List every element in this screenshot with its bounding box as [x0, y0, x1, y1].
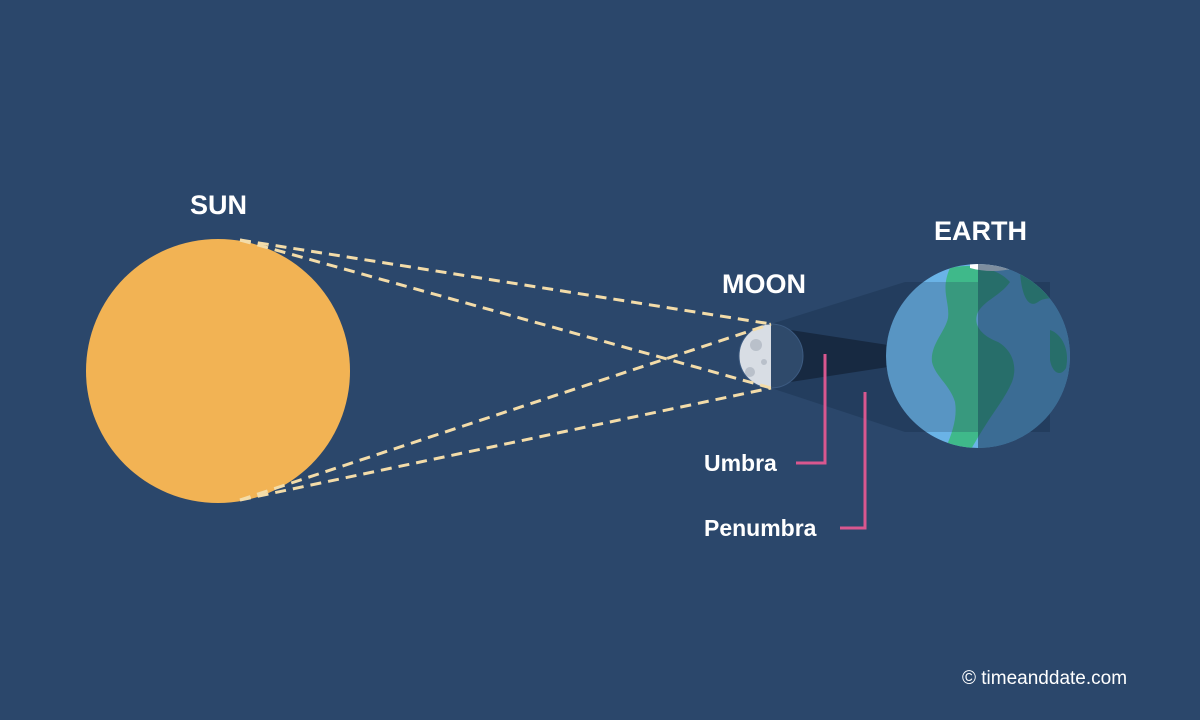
moon-label: MOON [722, 269, 806, 299]
penumbra-leader-line [840, 392, 867, 530]
ray-lines [239, 238, 772, 502]
sun-disc [86, 239, 350, 503]
sun-label: SUN [190, 190, 248, 220]
umbra-cone [771, 327, 888, 385]
penumbra-label: Penumbra [704, 515, 817, 541]
ray-line [239, 238, 772, 390]
umbra-leader-line [796, 354, 827, 465]
umbra-label: Umbra [704, 450, 777, 476]
earth-label: EARTH [934, 216, 1027, 246]
ray-line [239, 386, 772, 502]
ray-line [239, 322, 772, 502]
credit-text: © timeanddate.com [962, 668, 1128, 689]
